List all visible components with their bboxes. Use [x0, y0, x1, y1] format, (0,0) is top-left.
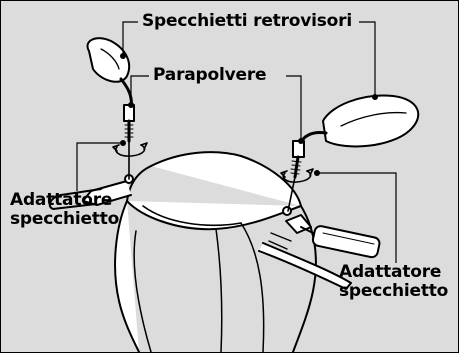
label-adapter-right-line2: specchietto [339, 282, 448, 301]
label-adapter-left: Adattatore specchietto [10, 191, 119, 229]
label-mirrors: Specchietti retrovisori [140, 12, 354, 31]
left-mirror [88, 38, 147, 179]
label-dust-cover-text: Parapolvere [151, 65, 268, 85]
leader-mirrors-left [123, 22, 138, 56]
leader-dustcover-left [131, 76, 149, 105]
leader-dustcover-right [286, 76, 301, 141]
label-mirrors-text: Specchietti retrovisori [140, 11, 354, 31]
label-adapter-left-line1: Adattatore [10, 191, 119, 210]
label-adapter-right-line1: Adattatore [339, 263, 448, 282]
label-dust-cover: Parapolvere [151, 66, 268, 85]
scooter-body [50, 152, 381, 352]
label-adapter-left-line2: specchietto [10, 210, 119, 229]
label-adapter-right: Adattatore specchietto [339, 263, 448, 301]
leader-mirrors-right [359, 22, 375, 97]
